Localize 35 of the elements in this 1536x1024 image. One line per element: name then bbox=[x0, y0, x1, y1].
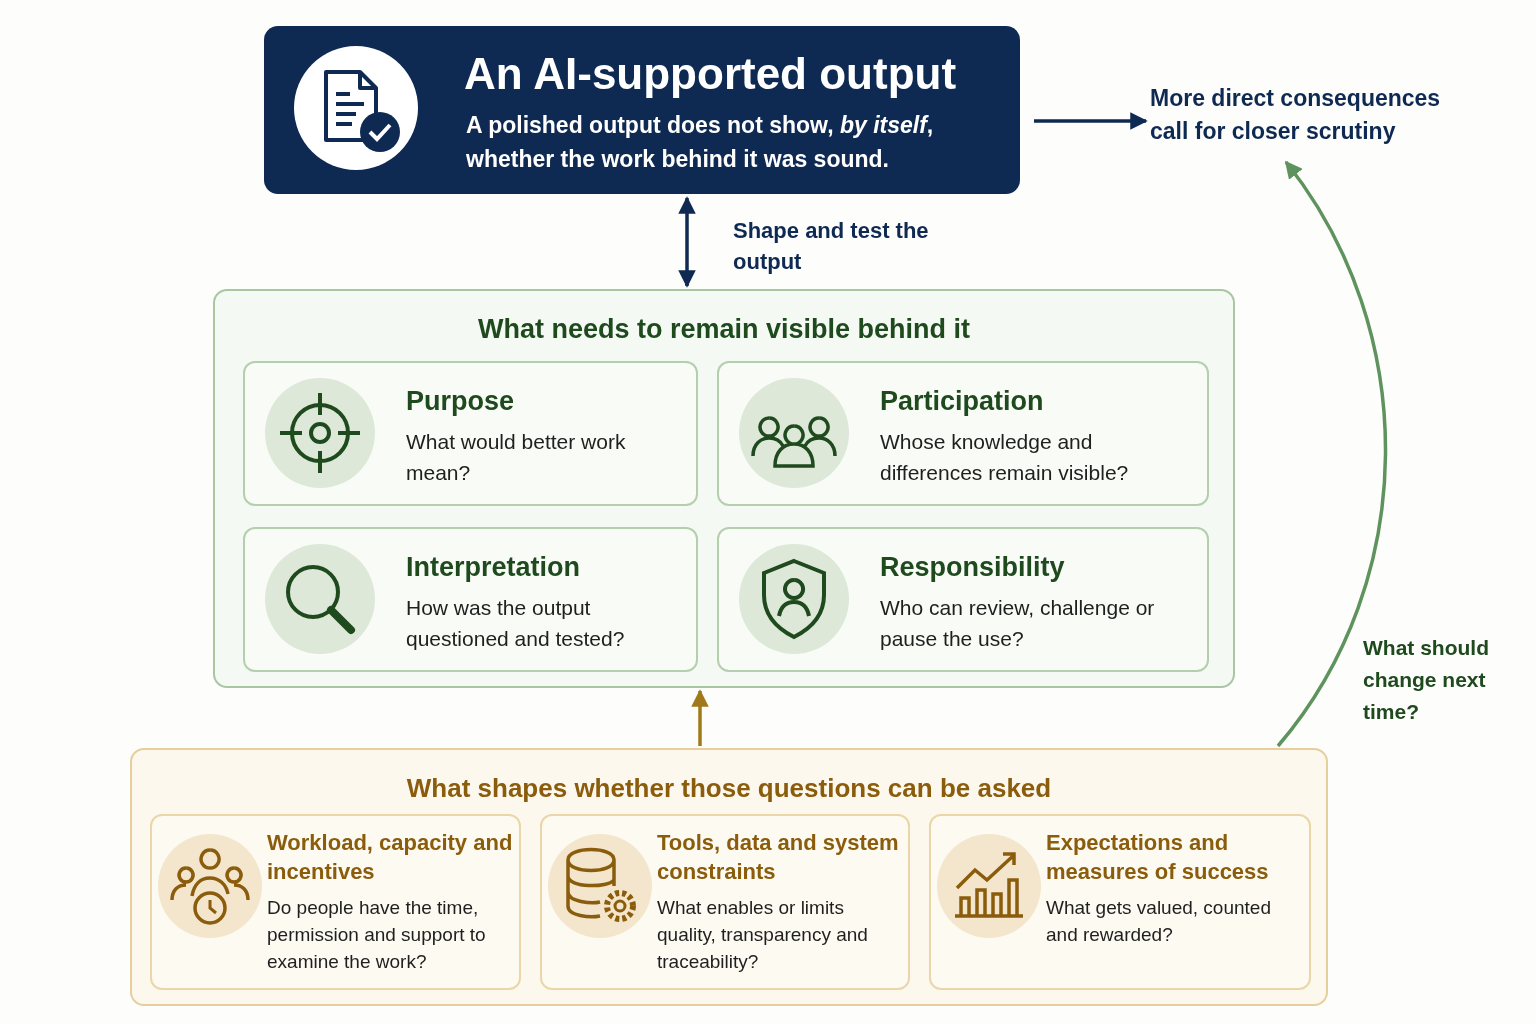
output-banner bbox=[264, 26, 1020, 194]
card-title: Purpose bbox=[406, 385, 516, 418]
card-question: Who can review, challenge or pause the use? bbox=[880, 595, 1156, 652]
arrow bbox=[1276, 160, 1388, 748]
card-title: Expectations and measures of success bbox=[1046, 829, 1270, 886]
purpose-card bbox=[243, 361, 698, 506]
card-question: Do people have the time, permission and support to examine the work? bbox=[267, 896, 487, 974]
card-title: Responsibility bbox=[880, 551, 1066, 584]
card-question: Whose knowledge and differences remain visible? bbox=[880, 429, 1130, 486]
card-title: Participation bbox=[880, 385, 1045, 418]
expectations-card bbox=[929, 814, 1311, 990]
card-title: Tools, data and system constraints bbox=[657, 829, 900, 886]
panel-heading: What shapes whether those questions can be asked bbox=[405, 772, 1053, 805]
tools-card bbox=[540, 814, 910, 990]
workload-card bbox=[150, 814, 521, 990]
card-question: What enables or limits quality, transparency and traceability? bbox=[657, 896, 869, 974]
banner-title: An AI-supported output bbox=[464, 48, 958, 100]
card-question: What gets valued, counted and rewarded? bbox=[1046, 896, 1272, 947]
interpretation-card bbox=[243, 527, 698, 672]
card-question: How was the output questioned and tested? bbox=[406, 595, 626, 652]
responsibility-card bbox=[717, 527, 1209, 672]
banner-subtitle: A polished output does not show, by itself, whether the work behind it was sound. bbox=[466, 111, 935, 174]
edge-label: Shape and test the output bbox=[733, 217, 930, 276]
note-text: More direct consequences call for closer scrutiny bbox=[1150, 84, 1442, 146]
participation-card bbox=[717, 361, 1209, 506]
panel-heading: What needs to remain visible behind it bbox=[476, 313, 972, 346]
edge-label: What should change next time? bbox=[1363, 635, 1490, 725]
arrow bbox=[691, 689, 709, 746]
card-question: What would better work mean? bbox=[406, 429, 627, 486]
conditions-panel bbox=[130, 748, 1328, 1006]
arrow bbox=[1034, 112, 1148, 130]
card-title: Interpretation bbox=[406, 551, 581, 584]
card-title: Workload, capacity and incentives bbox=[267, 829, 513, 886]
visibility-panel bbox=[213, 289, 1235, 688]
arrow bbox=[678, 196, 696, 288]
